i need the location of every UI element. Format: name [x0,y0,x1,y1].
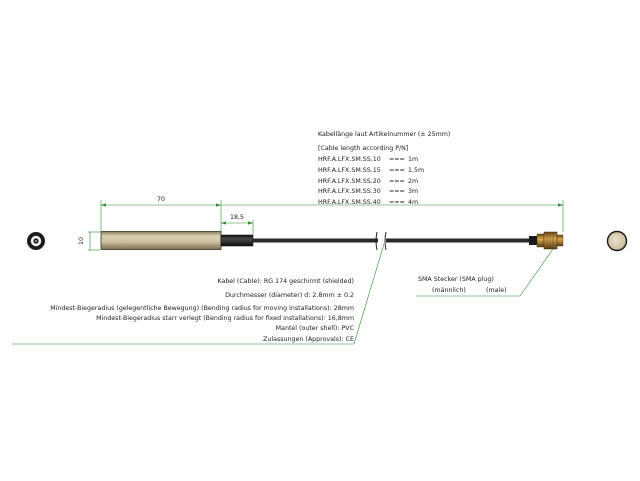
variant-pn: HRF.A.LFX.SM.SS.15 [318,167,381,174]
variant-length: 1m [408,156,418,163]
variant-length: 1,5m [408,167,424,174]
variant-arrow: === [389,178,405,185]
variant-pn: HRF.A.LFX.SM.SS.10 [318,156,381,163]
variant-pn: HRF.A.LFX.SM.SS.30 [318,188,381,195]
cable-segment-left [253,238,378,243]
cable-segment-right [386,238,530,243]
cable-length-title: Kabellänge laut Artikelnummer (± 25mm) [318,131,450,138]
sma-male-de: (männlich) [432,287,466,294]
antenna-body [100,231,222,250]
cable-length-subtitle: [Cable length according P/N] [318,145,408,152]
spec-cable: Kabel (Cable): RG 174 geschirmt (shielde… [217,278,354,285]
cable-specs: Kabel (Cable): RG 174 geschirmt (shielde… [50,278,354,343]
variant-arrow: === [389,167,405,174]
variant-arrow: === [389,156,405,163]
dimension-70: 70 [100,196,222,231]
spec-approvals: Zulassungen (Approvals): CE [263,336,354,343]
sma-plug-label: SMA Stecker (SMA plug) [418,276,494,283]
spec-leader [12,243,385,345]
cable-length-dimension [221,200,564,232]
sma-callout: SMA Stecker (SMA plug) (männlich) (male) [416,248,554,297]
sma-male-en: (male) [486,287,507,294]
dim-sleeve-length-label: 18,5 [230,214,244,221]
spec-bend-fixed: Mindest-Biegeradius starr verlegt (Bendi… [96,315,354,322]
sma-connector [529,231,564,250]
variant-arrow: === [389,199,405,206]
variant-length: 2m [408,178,418,185]
variant-arrow: === [389,188,405,195]
variant-length: 3m [408,188,418,195]
right-end-view [606,230,628,252]
dim-total-length-label: 70 [157,196,165,203]
variant-pn: HRF.A.LFX.SM.SS.40 [318,199,381,206]
left-end-view [27,232,45,250]
diameter-dimension: 10 [78,231,100,251]
dimension-18-5: 18,5 [221,214,254,235]
spec-bend-moving: Mindest-Biegeradius (gelegentliche Beweg… [50,305,354,312]
spec-sheath: Mantel (outer shell): PVC [276,325,355,332]
spec-diameter: Durchmesser (diameter) d: 2.8mm ± 0.2 [225,292,354,299]
variant-pn: HRF.A.LFX.SM.SS.20 [318,178,381,185]
strain-relief-sleeve [220,234,254,247]
cable-length-info: Kabellänge laut Artikelnummer (± 25mm) [… [318,131,450,206]
cable-break-marks [375,231,387,251]
dim-diameter-label: 10 [78,237,85,245]
variant-length: 4m [408,199,418,206]
